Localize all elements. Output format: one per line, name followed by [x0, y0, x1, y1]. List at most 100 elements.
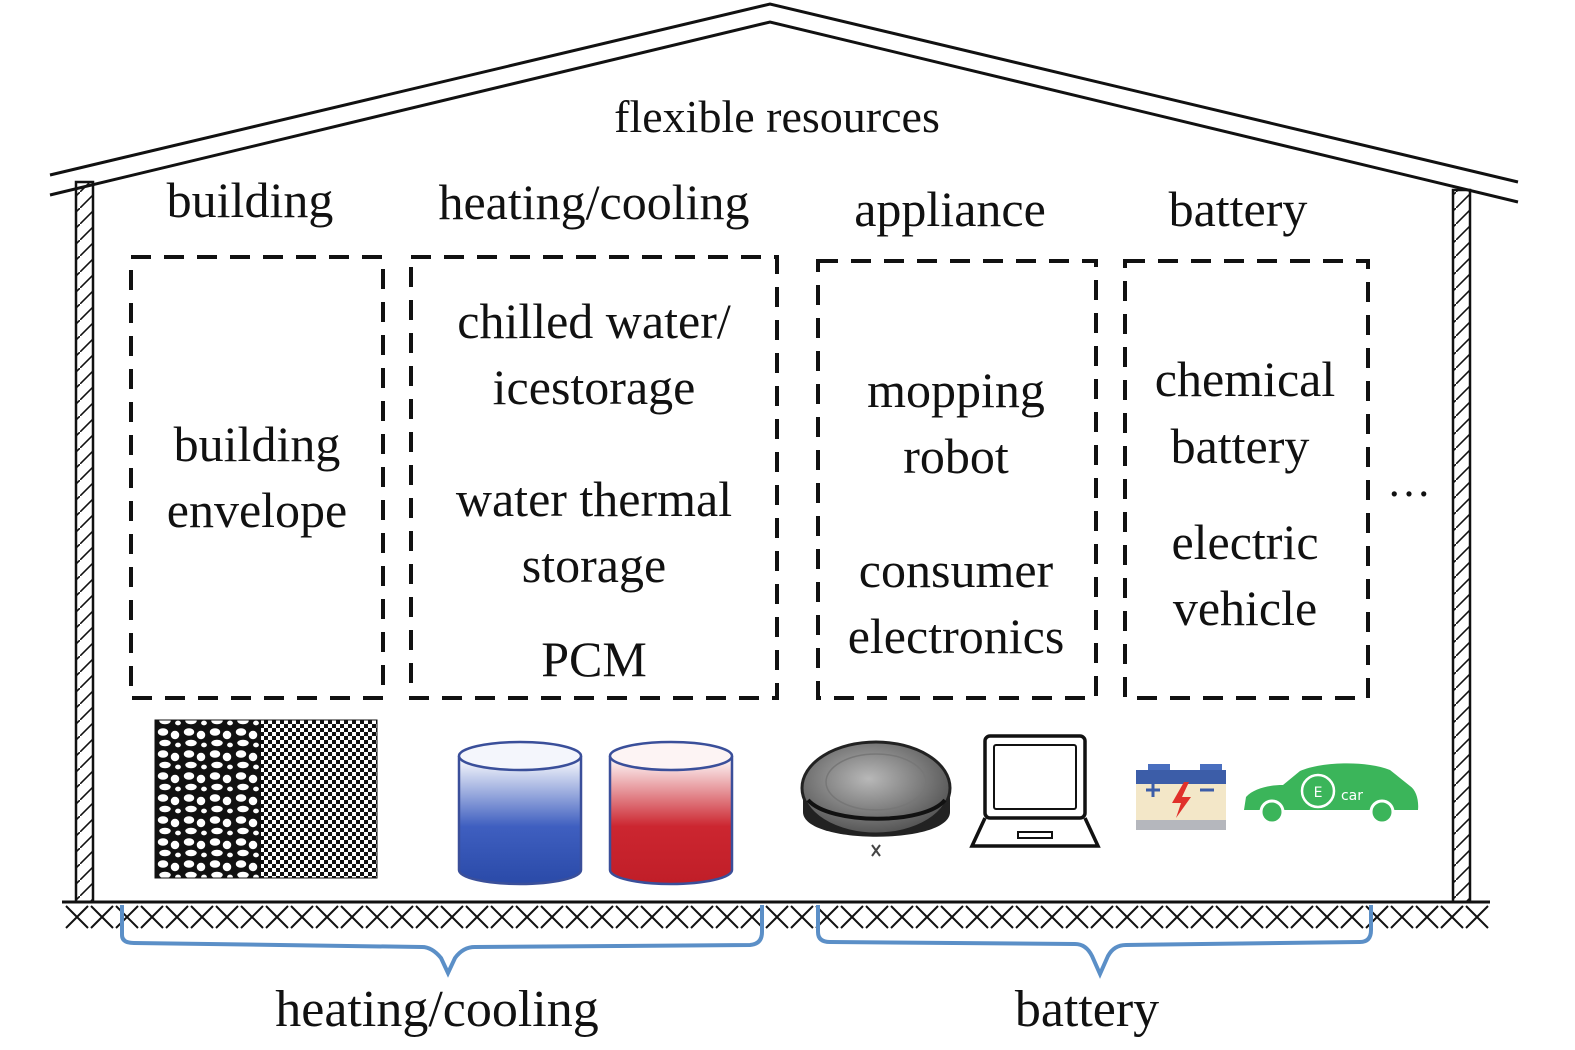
ground [62, 900, 1490, 929]
ground-hatch-mark [890, 905, 914, 929]
ground-hatch-mark [565, 905, 589, 929]
building-box [129, 255, 385, 700]
battery-box [1123, 259, 1370, 700]
category-battery: battery [1168, 181, 1308, 237]
hot-water-tank-icon [608, 740, 734, 886]
ground-hatch-mark [1265, 905, 1289, 929]
ground-hatch-mark [790, 905, 814, 929]
ground-hatch-mark [1065, 905, 1089, 929]
ground-hatch-mark [765, 905, 789, 929]
chilled-water-line1: chilled water/ [457, 293, 731, 349]
chemical-battery-line2: battery [1170, 418, 1310, 474]
right-wall [1451, 188, 1472, 904]
battery-brace [816, 905, 1373, 979]
ground-hatch-mark [540, 905, 564, 929]
ground-hatch-mark [1165, 905, 1189, 929]
ground-hatch-mark [490, 905, 514, 929]
ground-hatch-mark [1315, 905, 1339, 929]
electric-car-icon: E car [1244, 763, 1419, 825]
robot-vacuum-icon [800, 740, 952, 857]
mopping-robot-line2: robot [903, 428, 1009, 484]
building-envelope-line2: envelope [166, 482, 348, 538]
dashed-boxes [129, 255, 1370, 700]
ground-hatch-mark [265, 905, 289, 929]
ground-hatch-mark [940, 905, 964, 929]
ground-hatch-mark [415, 905, 439, 929]
ground-hatch-mark [1015, 905, 1039, 929]
roof [49, 2, 1519, 204]
building-envelope-texture-icon [154, 719, 378, 879]
ground-hatch-mark [1440, 905, 1464, 929]
ground-hatch-mark [1115, 905, 1139, 929]
ground-hatch-mark [965, 905, 989, 929]
car-battery-icon [1136, 764, 1226, 830]
pcm-label: PCM [541, 631, 647, 687]
heating-cooling-box [409, 255, 779, 700]
ground-hatch-mark [715, 905, 739, 929]
ground-hatch-mark [690, 905, 714, 929]
more-ellipsis: … [1387, 457, 1433, 506]
ground-hatch-mark [915, 905, 939, 929]
ground-hatch-mark [290, 905, 314, 929]
ground-hatch-mark [1390, 905, 1414, 929]
ground-hatch-mark [115, 905, 139, 929]
building-envelope-line1: building [173, 416, 341, 472]
ground-hatch-mark [990, 905, 1014, 929]
ev-badge: car [1341, 788, 1363, 804]
ground-hatch-mark [865, 905, 889, 929]
ground-hatch-mark [365, 905, 389, 929]
ground-hatch-mark [1240, 905, 1264, 929]
ground-hatch-mark [1290, 905, 1314, 929]
ground-hatch-mark [465, 905, 489, 929]
laptop-icon [969, 734, 1101, 848]
ground-hatch-mark [215, 905, 239, 929]
ground-hatch-mark [240, 905, 264, 929]
electric-vehicle-line1: electric [1171, 514, 1319, 570]
category-appliance: appliance [854, 181, 1046, 237]
ground-hatch-mark [1215, 905, 1239, 929]
ground-hatch-mark [665, 905, 689, 929]
group-label-heating-cooling: heating/cooling [275, 981, 599, 1038]
mopping-robot-line1: mopping [867, 362, 1045, 418]
svg-text:E: E [1314, 785, 1323, 801]
ground-hatch-mark [1040, 905, 1064, 929]
ground-hatch-mark [315, 905, 339, 929]
chilled-water-line2: icestorage [492, 359, 696, 415]
ground-hatch-mark [1090, 905, 1114, 929]
category-heating-cooling: heating/cooling [438, 174, 750, 230]
ground-hatch-mark [590, 905, 614, 929]
consumer-electronics-line2: electronics [847, 608, 1065, 664]
ground-hatch-mark [90, 905, 114, 929]
appliance-box [816, 259, 1098, 700]
ground-hatch-mark [440, 905, 464, 929]
category-building: building [166, 172, 334, 228]
electric-vehicle-line2: vehicle [1172, 580, 1318, 636]
ground-hatch-mark [140, 905, 164, 929]
ground-hatch-mark [1415, 905, 1439, 929]
left-wall [74, 180, 95, 904]
ground-hatch-mark [615, 905, 639, 929]
cold-water-tank-icon [457, 740, 583, 886]
ground-hatch-mark [1340, 905, 1364, 929]
ground-hatch-mark [340, 905, 364, 929]
ground-hatch-mark [1190, 905, 1214, 929]
ground-hatch-mark [65, 905, 89, 929]
consumer-electronics-line1: consumer [858, 542, 1054, 598]
ground-hatch-mark [165, 905, 189, 929]
ground-hatch-mark [190, 905, 214, 929]
group-label-battery: battery [1014, 981, 1160, 1038]
water-thermal-line2: storage [521, 537, 667, 593]
ground-hatch-mark [1140, 905, 1164, 929]
ground-hatch-mark [640, 905, 664, 929]
chemical-battery-line1: chemical [1154, 351, 1336, 407]
heating-cooling-brace [120, 905, 764, 978]
diagram-title: flexible resources [614, 91, 940, 142]
ground-hatch-mark [740, 905, 764, 929]
ground-hatch-mark [1465, 905, 1489, 929]
ground-hatch-mark [840, 905, 864, 929]
ground-hatch-mark [515, 905, 539, 929]
ground-hatch-mark [390, 905, 414, 929]
water-thermal-line1: water thermal [455, 471, 733, 527]
